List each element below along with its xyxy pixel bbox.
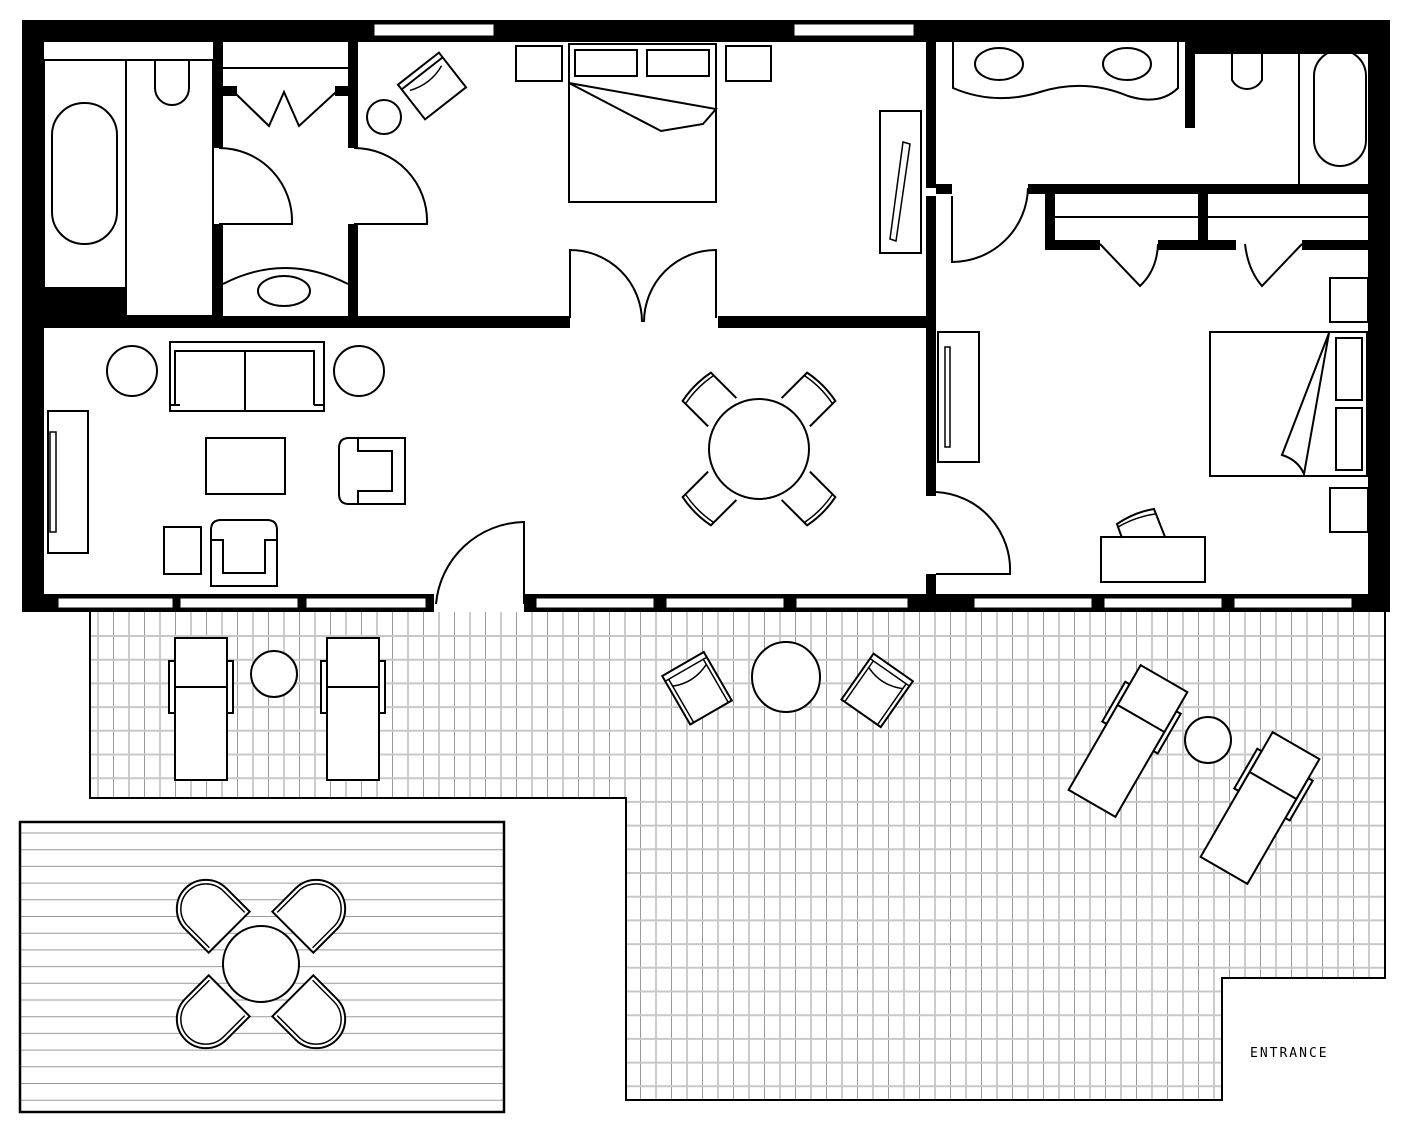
bathtub-icon [51, 102, 118, 245]
left-bathroom [43, 59, 429, 317]
lounge-chair-icon [660, 650, 734, 726]
bed-icon [568, 43, 718, 203]
door-swing [643, 248, 717, 323]
tv-icon [49, 431, 57, 533]
tv-icon [889, 141, 911, 242]
tv-console [937, 331, 980, 463]
dining-chair-icon [780, 371, 837, 428]
deck-furniture [175, 878, 347, 1050]
dining-chair-icon [681, 470, 738, 527]
nightstand [725, 45, 772, 82]
tv-icon [944, 346, 951, 448]
side-table [333, 345, 385, 397]
side-table [1184, 716, 1232, 764]
window [973, 597, 1093, 609]
dining-table [708, 398, 810, 500]
window [795, 597, 909, 609]
armchair-icon [396, 51, 468, 121]
window [535, 597, 655, 609]
terrace-furniture [168, 637, 1321, 886]
tv-console [879, 110, 922, 254]
deck-chair-icon [270, 878, 347, 955]
door-swing [951, 187, 1029, 264]
deck-chair-icon [270, 973, 347, 1050]
bathroom-floor [125, 59, 214, 317]
sink-icon [974, 47, 1024, 81]
nightstand [1329, 277, 1369, 323]
side-table [106, 345, 158, 397]
desk [1100, 536, 1206, 583]
lounge-chair-icon [840, 652, 915, 729]
right-bathroom [951, 42, 1367, 264]
side-table [250, 650, 298, 698]
coffee-table [205, 437, 286, 495]
living-room [47, 341, 525, 605]
sink-icon [257, 275, 311, 307]
window [179, 597, 299, 609]
sun-lounger-icon [320, 637, 386, 781]
bifold-door-icon [235, 89, 337, 128]
deck-chair-icon [175, 973, 252, 1050]
door-swing [218, 146, 294, 225]
armchair-icon [210, 519, 278, 587]
window [305, 597, 427, 609]
dining-chair-icon [780, 470, 837, 527]
patio-door[interactable] [435, 520, 525, 605]
double-vanity [952, 42, 1179, 101]
deck-chair-icon [175, 878, 252, 955]
sun-lounger-icon [1199, 730, 1321, 886]
bathtub-icon [1313, 49, 1367, 167]
dining-area [681, 371, 837, 527]
sink-icon [1102, 47, 1152, 81]
window [57, 597, 174, 609]
interior-walls [22, 42, 1375, 596]
nightstand [1329, 487, 1369, 533]
second-bedroom [935, 216, 1369, 583]
toilet-icon [1231, 54, 1263, 90]
window [665, 597, 785, 609]
armchair-icon [338, 437, 406, 505]
desk-chair-icon [1115, 507, 1166, 539]
window [1103, 597, 1223, 609]
master-bedroom [366, 43, 922, 323]
tv-console [47, 410, 89, 554]
entrance-label: ENTRANCE [1250, 1046, 1329, 1061]
window [793, 23, 915, 37]
side-table [366, 99, 402, 135]
bathtub-surround [43, 59, 127, 289]
dining-chair-icon [681, 371, 738, 428]
sun-lounger-icon [168, 637, 234, 781]
end-table [163, 526, 202, 575]
round-table [222, 925, 300, 1003]
toilet-icon [154, 60, 190, 106]
door-swing [353, 146, 429, 225]
terrace-outline [89, 612, 1386, 1101]
vanity-counter [222, 267, 349, 285]
bed-icon [1209, 331, 1368, 478]
sofa-icon [169, 341, 325, 412]
exterior-walls [22, 20, 1390, 612]
door-swing [935, 491, 1012, 575]
sun-lounger-icon [1067, 663, 1189, 819]
round-table [751, 641, 821, 713]
window [373, 23, 495, 37]
door-swing [569, 248, 643, 323]
window [1233, 597, 1353, 609]
nightstand [515, 45, 563, 82]
closet-door [1099, 243, 1159, 288]
closet-door [1244, 243, 1303, 288]
walk-in-closet [223, 67, 348, 128]
